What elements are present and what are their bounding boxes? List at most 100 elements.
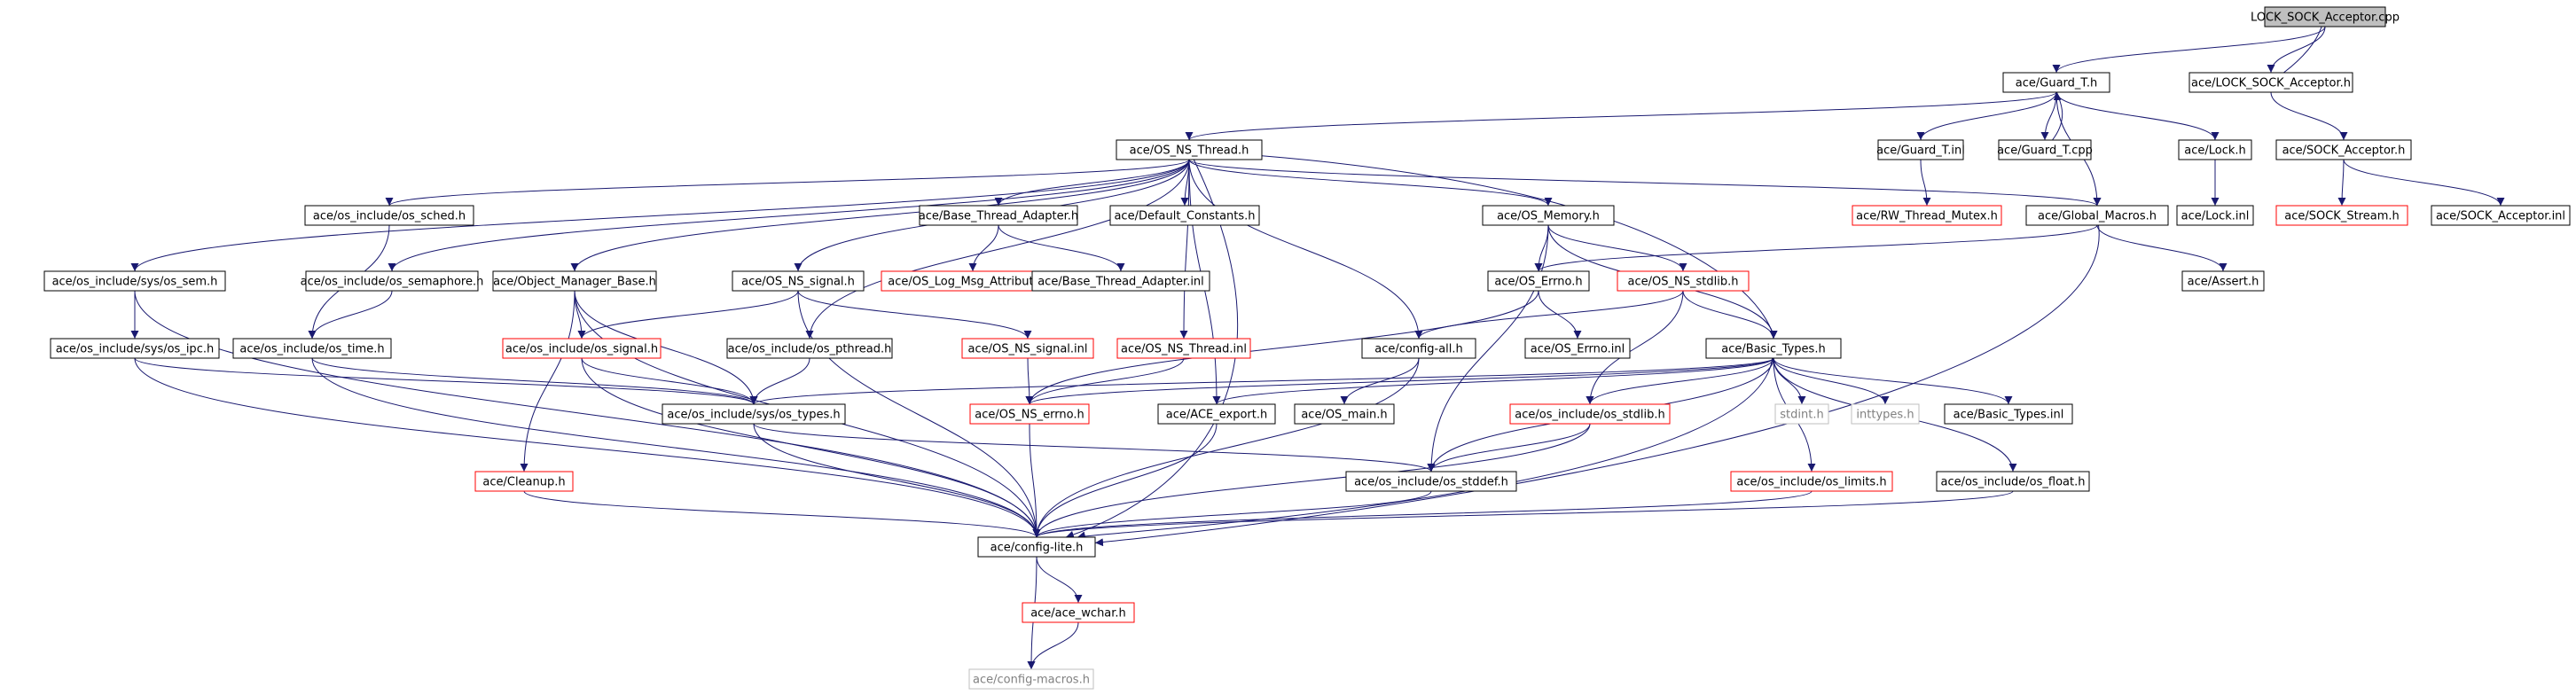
node-n35[interactable]: ace/os_include/sys/os_types.h xyxy=(662,403,846,425)
node-label: ace/os_include/sys/os_ipc.h xyxy=(56,343,214,356)
node-box xyxy=(492,270,657,292)
node-label: ace/LOCK_SOCK_Acceptor.h xyxy=(2191,77,2351,90)
edge-n43-n47 xyxy=(523,490,1041,538)
node-n2[interactable]: ace/LOCK_SOCK_Acceptor.h xyxy=(2188,72,2353,93)
node-box xyxy=(1851,403,1920,425)
node-box xyxy=(2002,72,2110,93)
node-label: inttypes.h xyxy=(1856,409,1914,422)
node-n10[interactable]: ace/Default_Constants.h xyxy=(1109,205,1260,226)
node-label: ace/Basic_Types.inl xyxy=(1954,409,2064,422)
node-n26[interactable]: ace/os_include/sys/os_ipc.h xyxy=(50,338,220,359)
node-n28[interactable]: ace/os_include/os_signal.h xyxy=(502,338,662,359)
node-n29[interactable]: ace/os_include/os_pthread.h xyxy=(726,338,893,359)
node-label: ace/os_include/sys/os_sem.h xyxy=(52,276,218,289)
node-label: ace/OS_NS_stdlib.h xyxy=(1628,276,1739,289)
node-label: ace/OS_NS_signal.inl xyxy=(967,343,1087,356)
node-n48[interactable]: ace/ace_wchar.h xyxy=(1022,602,1135,623)
node-n6[interactable]: ace/Lock.h xyxy=(2178,139,2252,160)
node-box xyxy=(1022,602,1135,623)
edge-n34-n41 xyxy=(1773,357,1890,405)
node-n9[interactable]: ace/Base_Thread_Adapter.h xyxy=(919,205,1078,226)
node-label: ace/OS_NS_errno.h xyxy=(975,409,1084,422)
node-n27[interactable]: ace/os_include/os_time.h xyxy=(232,338,392,359)
node-n34[interactable]: ace/Basic_Types.h xyxy=(1705,338,1842,359)
edge-n3-n18 xyxy=(388,159,1190,272)
edge-n39-n47 xyxy=(1032,423,1591,538)
node-n45[interactable]: ace/os_include/os_limits.h xyxy=(1730,471,1893,492)
node-n11[interactable]: ace/OS_Memory.h xyxy=(1482,205,1615,226)
node-n22[interactable]: ace/Base_Thread_Adapter.inl xyxy=(1031,270,1210,292)
node-n31[interactable]: ace/OS_NS_Thread.inl xyxy=(1116,338,1251,359)
node-box xyxy=(2275,139,2412,160)
node-n17[interactable]: ace/os_include/sys/os_sem.h xyxy=(43,270,226,292)
edge-n3-n13 xyxy=(1188,159,2102,207)
edge-n9-n22 xyxy=(998,224,1125,272)
node-n20[interactable]: ace/OS_NS_signal.h xyxy=(732,270,865,292)
node-n14[interactable]: ace/Lock.inl xyxy=(2176,205,2254,226)
node-n47[interactable]: ace/config-lite.h xyxy=(977,536,1096,558)
node-n49[interactable]: ace/config-macros.h xyxy=(968,668,1094,690)
edge-n18-n27 xyxy=(308,290,393,340)
node-box xyxy=(662,403,846,425)
node-n19[interactable]: ace/Object_Manager_Base.h xyxy=(492,270,657,292)
node-box xyxy=(1157,403,1276,425)
edge-n3-n9 xyxy=(994,159,1190,207)
node-n37[interactable]: ace/ACE_export.h xyxy=(1157,403,1276,425)
node-n18[interactable]: ace/os_include/os_semaphore.h xyxy=(301,270,484,292)
node-box xyxy=(1936,471,2090,492)
node-box xyxy=(2025,205,2169,226)
node-n13[interactable]: ace/Global_Macros.h xyxy=(2025,205,2169,226)
node-n12[interactable]: ace/RW_Thread_Mutex.h xyxy=(1852,205,2002,226)
node-n39[interactable]: ace/os_include/os_stdlib.h xyxy=(1509,403,1671,425)
node-n1[interactable]: ace/Guard_T.h xyxy=(2002,72,2110,93)
node-n42[interactable]: ace/Basic_Types.inl xyxy=(1944,403,2073,425)
edge-n45-n47 xyxy=(1032,490,1813,538)
node-n32[interactable]: ace/config-all.h xyxy=(1361,338,1476,359)
edge-n1-n3 xyxy=(1185,91,2057,141)
edge-n37-n47 xyxy=(1032,423,1218,538)
node-n0[interactable]: LOCK_SOCK_Acceptor.cpp xyxy=(2251,6,2400,27)
node-n36[interactable]: ace/OS_NS_errno.h xyxy=(969,403,1090,425)
edge-n23-n36 xyxy=(1025,290,1539,405)
node-n38[interactable]: ace/OS_main.h xyxy=(1294,403,1395,425)
node-label: ace/Object_Manager_Base.h xyxy=(493,276,656,289)
edge-n3-n19 xyxy=(570,159,1190,272)
node-n30[interactable]: ace/OS_NS_signal.inl xyxy=(961,338,1094,359)
edge-n3-n47 xyxy=(1065,159,1239,539)
node-label: ace/os_include/os_limits.h xyxy=(1736,476,1886,489)
node-box xyxy=(2178,139,2252,160)
node-box xyxy=(304,205,474,226)
edge-n47-n48 xyxy=(1036,556,1083,604)
node-n16[interactable]: ace/SOCK_Acceptor.inl xyxy=(2431,205,2571,226)
node-n24[interactable]: ace/OS_NS_stdlib.h xyxy=(1617,270,1750,292)
node-label: ace/Lock.h xyxy=(2184,144,2246,158)
node-box xyxy=(1998,139,2092,160)
node-label: ace/Lock.inl xyxy=(2181,210,2250,223)
node-n21[interactable]: ace/OS_Log_Msg_Attributes.h xyxy=(881,270,1065,292)
node-label: ace/OS_Errno.h xyxy=(1494,276,1582,289)
node-n7[interactable]: ace/SOCK_Acceptor.h xyxy=(2275,139,2412,160)
node-box xyxy=(43,270,226,292)
node-n41[interactable]: inttypes.h xyxy=(1851,403,1920,425)
edge-n2-n7 xyxy=(2270,91,2348,141)
node-n8[interactable]: ace/os_include/os_sched.h xyxy=(304,205,474,226)
node-n3[interactable]: ace/OS_NS_Thread.h xyxy=(1116,139,1263,160)
node-n25[interactable]: ace/Assert.h xyxy=(2181,270,2265,292)
node-n15[interactable]: ace/SOCK_Stream.h xyxy=(2275,205,2408,226)
node-n43[interactable]: ace/Cleanup.h xyxy=(474,471,574,492)
node-n44[interactable]: ace/os_include/os_stddef.h xyxy=(1345,471,1517,492)
node-label: ace/OS_NS_Thread.h xyxy=(1130,144,1249,158)
node-n33[interactable]: ace/OS_Errno.inl xyxy=(1524,338,1631,359)
node-label: ace/RW_Thread_Mutex.h xyxy=(1856,210,1998,223)
edge-n34-n39 xyxy=(1586,357,1774,405)
edge-n44-n47 xyxy=(1032,490,1432,538)
node-label: ace/Guard_T.inl xyxy=(1876,144,1965,158)
edge-n20-n47 xyxy=(797,290,1041,538)
node-n40[interactable]: stdint.h xyxy=(1774,403,1829,425)
edge-n1-n4 xyxy=(1916,91,2057,141)
node-n5[interactable]: ace/Guard_T.cpp xyxy=(1997,139,2093,160)
edge-n32-n38 xyxy=(1340,357,1420,405)
node-n23[interactable]: ace/OS_Errno.h xyxy=(1487,270,1590,292)
node-n46[interactable]: ace/os_include/os_float.h xyxy=(1936,471,2090,492)
node-n4[interactable]: ace/Guard_T.inl xyxy=(1876,139,1965,160)
